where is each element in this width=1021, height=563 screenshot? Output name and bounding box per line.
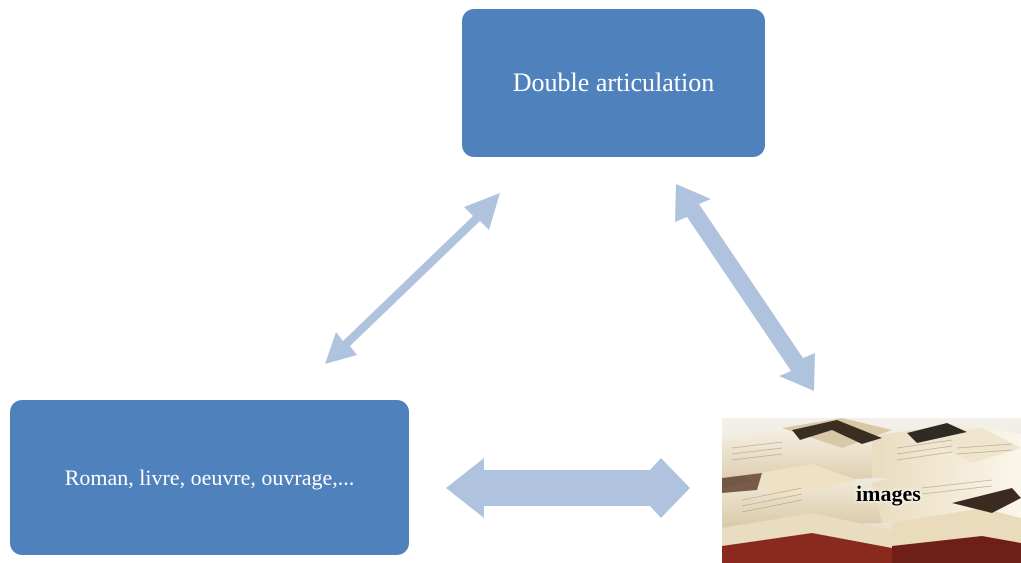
open-books-photo bbox=[722, 418, 1021, 563]
arrow-left-right bbox=[446, 458, 690, 518]
double-articulation-box: Double articulation bbox=[462, 9, 765, 157]
images-box: images bbox=[722, 418, 1021, 563]
images-label: images bbox=[856, 481, 921, 506]
double-articulation-label: Double articulation bbox=[512, 68, 715, 98]
arrow-top-left bbox=[325, 193, 500, 364]
roman-livre-label: Roman, livre, oeuvre, ouvrage,... bbox=[64, 464, 355, 490]
arrow-top-right bbox=[675, 184, 815, 391]
roman-livre-box: Roman, livre, oeuvre, ouvrage,... bbox=[10, 400, 409, 555]
